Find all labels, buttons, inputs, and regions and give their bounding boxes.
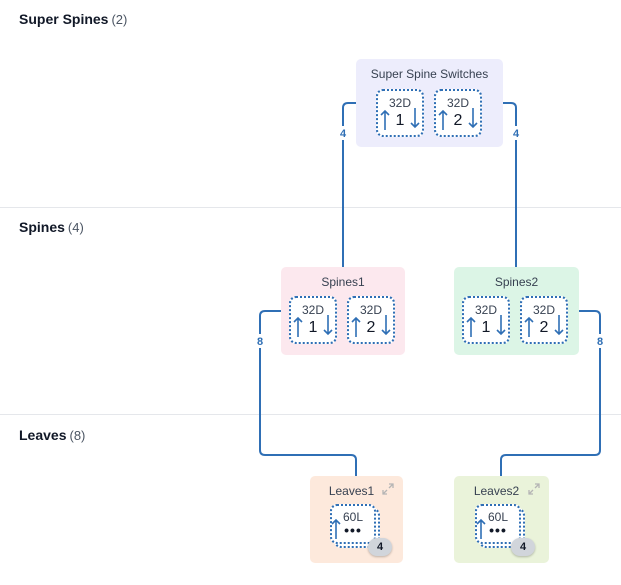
group-title: Leaves1 <box>328 484 375 498</box>
stack-card-front: 60L ••• <box>330 504 376 544</box>
switch-index: 1 <box>308 319 318 336</box>
link-label-super-to-spines1: 4 <box>340 128 347 140</box>
group-leaves1[interactable]: Leaves1 60L ••• 4 <box>310 476 403 563</box>
switch-model: 32D <box>532 303 555 317</box>
arrow-down-icon <box>468 108 478 129</box>
group-title: Spines2 <box>494 275 539 289</box>
switch-model: 32D <box>388 96 411 110</box>
group-super-spine-switches[interactable]: Super Spine Switches 32D 1 32D 2 <box>356 59 503 147</box>
group-title: Super Spine Switches <box>370 67 489 81</box>
link-label-spines1-to-leaves1: 8 <box>257 336 263 348</box>
section-divider <box>0 414 621 415</box>
switch-model: 32D <box>446 96 469 110</box>
link-label-super-to-spines2: 4 <box>513 128 520 140</box>
switch-index: 1 <box>395 112 405 129</box>
group-title: Spines1 <box>321 275 365 289</box>
count-badge: 4 <box>368 538 392 556</box>
more-dots: ••• <box>344 522 362 538</box>
switch-node[interactable]: 32D 1 <box>376 89 424 137</box>
leaf-switch-stack[interactable]: 60L ••• <box>475 504 525 548</box>
group-title: Leaves2 <box>473 484 520 498</box>
more-dots: ••• <box>489 522 507 538</box>
expand-icon[interactable] <box>528 483 540 495</box>
switch-model: 32D <box>359 303 382 317</box>
switch-model: 32D <box>474 303 497 317</box>
switch-node[interactable]: 32D 1 <box>462 296 510 344</box>
section-title-super-spines: Super Spines(2) <box>19 11 127 27</box>
section-title-spines: Spines(4) <box>19 219 84 235</box>
link-spines2-to-leaves2 <box>500 310 601 476</box>
switch-node[interactable]: 32D 2 <box>347 296 395 344</box>
arrow-up-icon <box>380 109 390 130</box>
arrow-up-icon <box>524 316 534 337</box>
switch-index: 2 <box>366 319 376 336</box>
arrow-down-icon <box>554 315 564 336</box>
section-divider <box>0 207 621 208</box>
arrow-down-icon <box>381 315 391 336</box>
arrow-up-icon <box>351 316 361 337</box>
arrow-up-icon <box>476 518 486 539</box>
arrow-up-icon <box>293 316 303 337</box>
arrow-down-icon <box>323 315 333 336</box>
group-spines2[interactable]: Spines2 32D 1 32D 2 <box>454 267 579 355</box>
expand-icon[interactable] <box>382 483 394 495</box>
link-super-to-spines1 <box>342 102 356 268</box>
switch-node[interactable]: 32D 2 <box>520 296 568 344</box>
section-count: (2) <box>111 12 128 27</box>
section-name: Spines <box>19 219 65 235</box>
section-name: Super Spines <box>19 11 109 27</box>
switch-index: 1 <box>481 319 491 336</box>
arrow-down-icon <box>496 315 506 336</box>
switch-index: 2 <box>539 319 549 336</box>
switch-index: 2 <box>453 112 463 129</box>
switch-model: 32D <box>301 303 324 317</box>
switch-node[interactable]: 32D 1 <box>289 296 337 344</box>
section-title-leaves: Leaves(8) <box>19 427 85 443</box>
arrow-down-icon <box>410 108 420 129</box>
switch-node[interactable]: 32D 2 <box>434 89 482 137</box>
arrow-up-icon <box>331 518 341 539</box>
link-spines1-to-leaves1 <box>259 310 357 476</box>
section-count: (8) <box>69 428 86 443</box>
count-badge: 4 <box>511 538 535 556</box>
switch-model: 60L <box>487 510 509 524</box>
switch-model: 60L <box>342 510 364 524</box>
stack-card-front: 60L ••• <box>475 504 521 544</box>
link-label-spines2-to-leaves2: 8 <box>597 336 603 348</box>
leaf-switch-stack[interactable]: 60L ••• <box>330 504 380 548</box>
section-count: (4) <box>67 220 84 235</box>
arrow-up-icon <box>466 316 476 337</box>
link-super-to-spines2 <box>503 102 517 268</box>
group-spines1[interactable]: Spines1 32D 1 32D 2 <box>281 267 405 355</box>
group-leaves2[interactable]: Leaves2 60L ••• 4 <box>454 476 549 563</box>
arrow-up-icon <box>438 109 448 130</box>
section-name: Leaves <box>19 427 67 443</box>
